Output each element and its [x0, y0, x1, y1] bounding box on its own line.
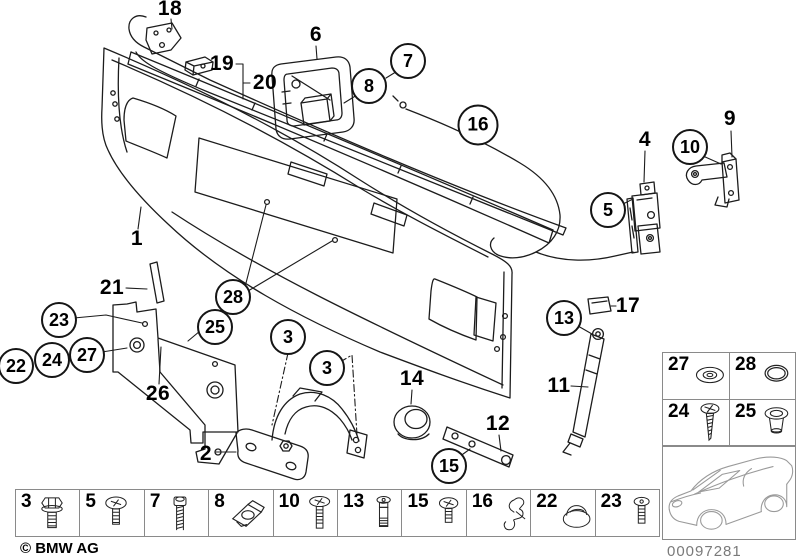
callout-9[interactable]: 9	[723, 107, 737, 130]
sidebox-label: 27	[668, 354, 690, 375]
legend-cell-7[interactable]: 7	[143, 490, 208, 536]
legend-label: 8	[214, 491, 225, 512]
sidebox-label: 28	[735, 354, 757, 375]
hex-flange-bolt-icon	[40, 497, 63, 529]
legend-label: 7	[149, 491, 161, 512]
callout-4[interactable]: 4	[638, 128, 652, 151]
pan-screw-long-icon	[308, 496, 330, 529]
callout-16[interactable]: 16	[457, 104, 499, 146]
callout-15[interactable]: 15	[431, 448, 467, 484]
callout-26[interactable]: 26	[145, 382, 171, 405]
diagram-code: 00097281	[667, 543, 742, 559]
callout-3-upper[interactable]: 3	[270, 319, 306, 355]
clip-part19	[184, 56, 214, 76]
pan-screw-short-icon	[438, 497, 458, 523]
sidebox-cell-24[interactable]: 24	[663, 399, 729, 445]
threaded-stud-icon	[173, 496, 187, 531]
callout-7[interactable]: 7	[390, 43, 426, 79]
legend-cell-5[interactable]: 5	[79, 490, 143, 536]
callout-14[interactable]: 14	[399, 367, 425, 390]
legend-label: 10	[278, 491, 300, 512]
clip-nut-icon	[231, 500, 265, 528]
hinge-parts2-3	[235, 387, 368, 481]
callout-20[interactable]: 20	[252, 71, 278, 94]
dome-plug-icon	[563, 505, 591, 528]
bracket-part12	[442, 426, 514, 468]
legend-label: 23	[600, 491, 622, 512]
legend-label: 16	[471, 491, 493, 512]
callout-23[interactable]: 23	[41, 302, 77, 338]
cap-part14	[393, 405, 431, 441]
legend-label: 13	[343, 491, 365, 512]
strut-part11	[562, 327, 605, 456]
callout-24[interactable]: 24	[34, 342, 70, 378]
leader-lines	[73, 18, 733, 458]
copyright-text: © BMW AG	[20, 540, 99, 557]
legend-cell-16[interactable]: 16	[465, 490, 530, 536]
washer-icon	[696, 366, 725, 384]
bowden-cable-part16	[392, 95, 634, 261]
cable-clip-icon	[503, 497, 526, 531]
callout-3-lower[interactable]: 3	[309, 350, 345, 386]
sleeve-grommet-icon	[764, 407, 789, 434]
vehicle-sketch	[668, 456, 794, 530]
callout-28[interactable]: 28	[215, 279, 251, 315]
callout-27[interactable]: 27	[69, 337, 105, 373]
legend-label: 3	[21, 491, 32, 512]
legend-cell-13[interactable]: 13	[337, 490, 401, 536]
callout-5[interactable]: 5	[590, 192, 626, 228]
legend-cell-3[interactable]: 3	[16, 490, 79, 536]
cover-part17	[587, 296, 612, 315]
sidebox-label: 25	[735, 401, 757, 422]
callout-21[interactable]: 21	[99, 276, 125, 299]
sidebox-label: 24	[668, 401, 690, 422]
striker-parts9-10	[685, 152, 740, 208]
handle-housing-part6	[271, 56, 355, 140]
tailgate-panel	[101, 47, 513, 399]
callout-13[interactable]: 13	[546, 300, 582, 336]
callout-11[interactable]: 11	[547, 374, 571, 397]
callout-22[interactable]: 22	[0, 348, 34, 384]
sidebox-cell-27[interactable]: 27	[663, 353, 729, 399]
shoulder-bolt-icon	[376, 496, 391, 527]
vehicle-thumbnail-box	[662, 446, 796, 540]
legend-label: 22	[536, 491, 558, 512]
pan-screw-icon	[105, 496, 127, 525]
torx-screw-icon	[633, 496, 650, 524]
callout-6[interactable]: 6	[309, 23, 323, 46]
trim-strip	[127, 15, 567, 244]
callout-12[interactable]: 12	[485, 412, 511, 435]
legend-cell-10[interactable]: 10	[272, 490, 337, 536]
lock-parts4-5	[626, 181, 661, 255]
legend-label: 5	[85, 491, 96, 512]
sidebox-cell-25[interactable]: 25	[729, 399, 795, 445]
legend-cell-15[interactable]: 15	[401, 490, 465, 536]
pin-part21	[149, 261, 165, 304]
fastener-legend: 3 5 7	[15, 489, 660, 537]
small-parts-box: 27 28 24 25	[662, 352, 796, 446]
corner-bracket-part18	[145, 22, 182, 55]
callout-17[interactable]: 17	[615, 294, 641, 317]
callout-1[interactable]: 1	[130, 227, 144, 250]
legend-cell-23[interactable]: 23	[594, 490, 659, 536]
tapping-screw-icon	[700, 403, 720, 442]
legend-cell-8[interactable]: 8	[208, 490, 272, 536]
o-ring-icon	[764, 364, 789, 382]
callout-25[interactable]: 25	[197, 309, 233, 345]
callout-10[interactable]: 10	[672, 129, 708, 165]
sidebox-cell-28[interactable]: 28	[729, 353, 795, 399]
callout-2[interactable]: 2	[199, 442, 213, 465]
legend-cell-22[interactable]: 22	[530, 490, 594, 536]
callout-8[interactable]: 8	[351, 68, 387, 104]
legend-label: 15	[407, 491, 429, 512]
callout-18[interactable]: 18	[157, 0, 183, 20]
callout-19[interactable]: 19	[209, 52, 235, 75]
